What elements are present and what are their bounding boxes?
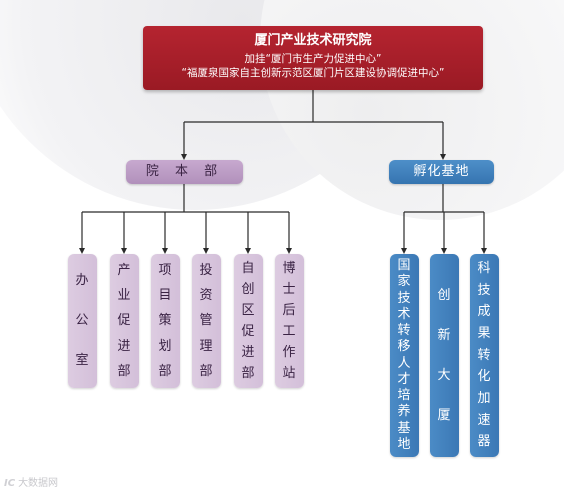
leaf-node-1-0: 国家技术转移人才培养基地 [389,254,419,457]
leaf-label: 科技成果转化加速器 [477,261,491,450]
leaf-label: 创新大厦 [437,287,451,423]
leaf-label: 投资管理部 [199,263,213,379]
branch-incubation-base: 孵化基地 [389,160,494,184]
leaf-node-1-2: 科技成果转化加速器 [469,254,499,457]
leaf-label: 办公室 [75,273,89,368]
root-node: 厦门产业技术研究院 加挂“厦门市生产力促进中心” “福厦泉国家自主创新示范区厦门… [143,26,483,90]
leaf-node-0-4: 自创区促进部 [233,254,263,388]
branch-headquarters: 院 本 部 [126,160,243,184]
root-subtitle-2: “福厦泉国家自主创新示范区厦门片区建设协调促进中心” [181,67,445,79]
leaf-label: 国家技术转移人才培养基地 [397,258,411,452]
leaf-label: 项目策划部 [158,263,172,379]
leaf-node-0-0: 办公室 [67,254,97,388]
leaf-node-0-5: 博士后工作站 [274,254,304,388]
leaf-node-1-1: 创新大厦 [429,254,459,457]
leaf-node-0-1: 产业促进部 [109,254,139,388]
leaf-label: 自创区促进部 [241,261,255,381]
root-subtitle-1: 加挂“厦门市生产力促进中心” [244,53,382,65]
leaf-node-0-3: 投资管理部 [191,254,221,388]
watermark-text: 大数据网 [18,478,59,489]
watermark-logo: IC [4,478,16,489]
root-title: 厦门产业技术研究院 [254,33,372,48]
leaf-label: 产业促进部 [117,263,131,379]
leaf-node-0-2: 项目策划部 [150,254,180,388]
leaf-label: 博士后工作站 [282,261,296,381]
